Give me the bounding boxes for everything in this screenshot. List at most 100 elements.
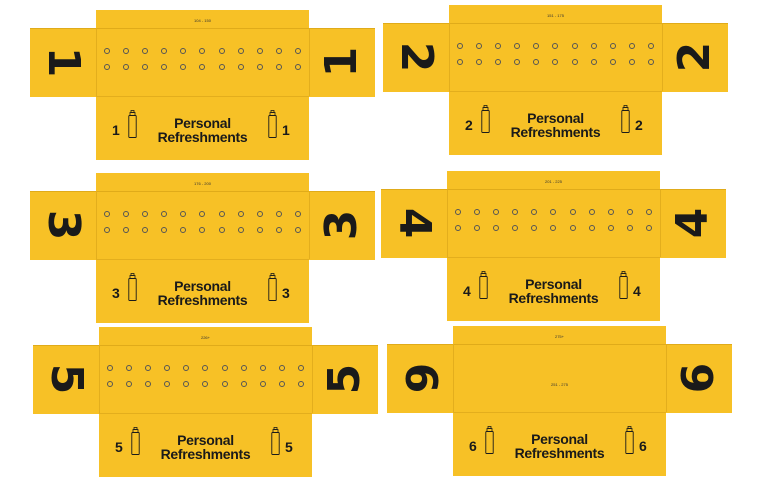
- slot-circle: [607, 209, 614, 215]
- side-number-left: 6: [395, 362, 446, 394]
- bottle-icon: [128, 110, 137, 138]
- card: 275+ 251 - 275 6 6 6 Personal Refreshmen…: [387, 326, 732, 476]
- slot-circle: [240, 365, 247, 371]
- slot-circle: [104, 227, 110, 233]
- side-number-left: 4: [389, 207, 440, 239]
- slot-circle: [294, 48, 301, 54]
- middle-band: [383, 23, 728, 92]
- fold-line: [96, 191, 97, 259]
- fold-line: [666, 344, 667, 412]
- slot-circle: [626, 225, 633, 231]
- side-number-right: 3: [316, 209, 367, 241]
- range-label: 104 - 150: [194, 18, 211, 23]
- slot-circle: [123, 211, 130, 217]
- personal-refreshments-label: Personal Refreshments: [96, 116, 309, 144]
- bottle-icon: [485, 426, 494, 454]
- slot-circle: [275, 211, 282, 217]
- fold-line: [453, 344, 454, 412]
- circle-row: [457, 43, 654, 49]
- slot-circle: [645, 209, 652, 215]
- label-line-1: Personal: [525, 276, 582, 292]
- slot-circle: [495, 43, 502, 49]
- circle-row: [104, 227, 301, 233]
- slot-circle: [457, 43, 463, 49]
- label-line-2: Refreshments: [157, 129, 248, 145]
- slot-circle: [161, 211, 168, 217]
- small-number-right: 6: [639, 438, 647, 454]
- slot-circle: [607, 225, 614, 231]
- slot-circle: [294, 227, 301, 233]
- slot-circle: [571, 43, 578, 49]
- slot-circle: [256, 227, 263, 233]
- top-flap: [96, 173, 309, 191]
- side-number-left: 5: [41, 363, 92, 395]
- slot-circle: [237, 48, 244, 54]
- slot-circle: [275, 48, 282, 54]
- personal-refreshments-label: Personal Refreshments: [99, 433, 312, 461]
- slot-circle: [626, 209, 633, 215]
- slot-circle: [180, 227, 187, 233]
- slot-circle: [199, 211, 206, 217]
- slot-circle: [590, 43, 597, 49]
- slot-circle: [107, 365, 113, 371]
- card: 176 - 200 3 3 3 Personal Refreshments 3: [30, 173, 375, 323]
- slot-circle: [647, 59, 654, 65]
- slot-circle: [164, 381, 171, 387]
- personal-refreshments-label: Personal Refreshments: [447, 277, 660, 305]
- fold-line: [309, 28, 310, 96]
- bottom-panel: [449, 91, 662, 155]
- fold-line: [447, 257, 660, 258]
- bottle-icon: [481, 105, 490, 133]
- bottle-icon: [619, 271, 628, 299]
- slot-circle: [256, 48, 263, 54]
- slot-circle: [590, 59, 597, 65]
- small-number-right: 2: [635, 117, 643, 133]
- slot-circle: [457, 59, 463, 65]
- label-line-2: Refreshments: [157, 292, 248, 308]
- slot-circle: [218, 211, 225, 217]
- slot-circle: [493, 225, 500, 231]
- slot-circle: [628, 59, 635, 65]
- slot-circle: [123, 64, 130, 70]
- range-label: 226+: [200, 335, 210, 340]
- small-number-left: 5: [115, 439, 123, 455]
- slot-circle: [297, 365, 304, 371]
- fold-line: [662, 23, 663, 91]
- top-flap: [449, 5, 662, 23]
- slot-circle: [297, 381, 304, 387]
- personal-refreshments-label: Personal Refreshments: [96, 279, 309, 307]
- slot-circle: [237, 227, 244, 233]
- slot-circle: [142, 48, 149, 54]
- slot-circle: [180, 64, 187, 70]
- slot-circle: [259, 381, 266, 387]
- bottle-icon: [271, 427, 280, 455]
- slot-circle: [145, 365, 152, 371]
- slot-circle: [531, 225, 538, 231]
- slot-circle: [476, 59, 483, 65]
- circle-row: [455, 209, 652, 215]
- label-line-1: Personal: [531, 431, 588, 447]
- slot-circle: [180, 211, 187, 217]
- slot-circle: [275, 227, 282, 233]
- slot-circle: [142, 64, 149, 70]
- fold-line: [96, 259, 309, 260]
- slot-circle: [474, 209, 481, 215]
- slot-circle: [645, 225, 652, 231]
- slot-circle: [495, 59, 502, 65]
- slot-circle: [531, 209, 538, 215]
- slot-circle: [126, 365, 133, 371]
- personal-refreshments-label: Personal Refreshments: [453, 432, 666, 460]
- slot-circle: [107, 381, 113, 387]
- fold-line: [449, 23, 450, 91]
- side-number-right: 5: [319, 363, 370, 395]
- slot-circle: [237, 64, 244, 70]
- slot-circle: [256, 64, 263, 70]
- range-label: 201 - 225: [545, 179, 562, 184]
- label-line-1: Personal: [174, 115, 231, 131]
- top-flap: [447, 171, 660, 189]
- slot-circle: [278, 365, 285, 371]
- slot-circle: [259, 365, 266, 371]
- slot-circle: [552, 43, 559, 49]
- slot-circle: [161, 227, 168, 233]
- fold-line: [96, 28, 97, 96]
